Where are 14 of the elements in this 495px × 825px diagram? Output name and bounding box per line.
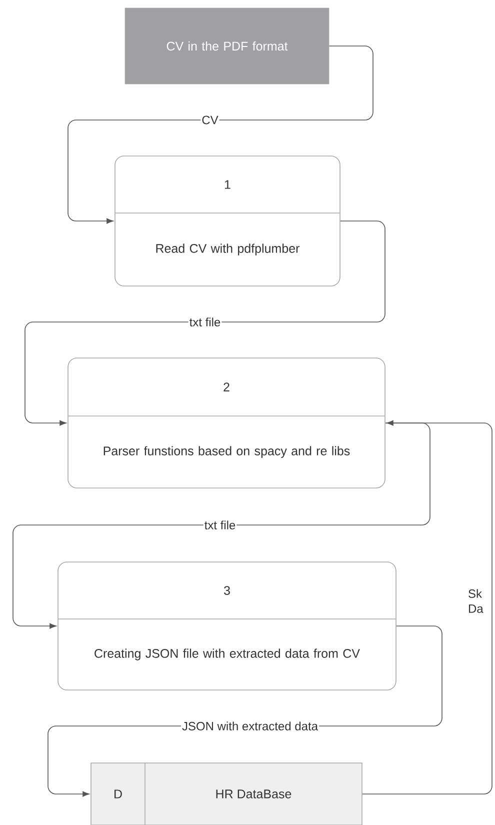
arrow bbox=[24, 220, 386, 426]
arrow bbox=[12, 422, 430, 629]
edge-label: JSON with extracted data bbox=[180, 720, 320, 732]
input-box: CV in the PDF format bbox=[124, 8, 330, 84]
edge-label: Sk Da bbox=[467, 588, 485, 614]
edge-label: txt file bbox=[188, 316, 222, 328]
arrow bbox=[362, 420, 492, 794]
edge-label: txt file bbox=[203, 520, 237, 530]
process-box: 2 Parser funstions based on spacy and re libs bbox=[68, 358, 386, 488]
arrow bbox=[68, 46, 374, 224]
process-box: 1 Read CV with pdfplumber bbox=[114, 156, 340, 286]
data-store: D HR DataBase bbox=[90, 762, 362, 825]
edge-label: CV bbox=[200, 114, 220, 126]
process-box: 3 Creating JSON file with extracted data from CV bbox=[58, 562, 396, 690]
